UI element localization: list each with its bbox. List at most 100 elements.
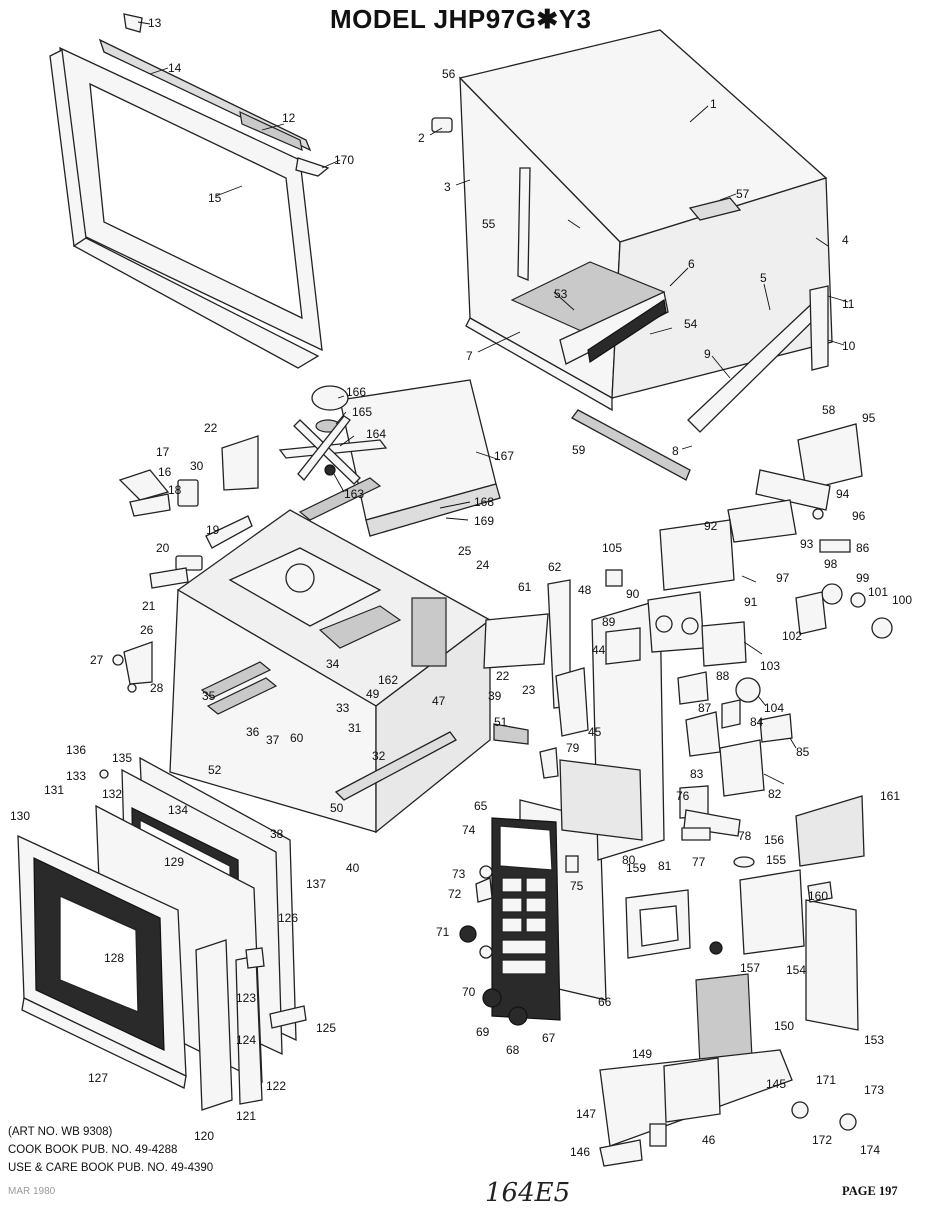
callout-155: 155 xyxy=(766,853,786,867)
callout-165: 165 xyxy=(352,405,372,419)
callout-71: 71 xyxy=(436,925,450,939)
callout-156: 156 xyxy=(764,833,784,847)
outer-cabinet-assembly xyxy=(431,29,833,481)
model-title: MODEL JHP97G✱Y3 xyxy=(330,4,592,34)
callout-160: 160 xyxy=(808,889,828,903)
callout-46: 46 xyxy=(702,1133,716,1147)
callout-53: 53 xyxy=(554,287,568,301)
callout-69: 69 xyxy=(476,1025,490,1039)
callout-100: 100 xyxy=(892,593,912,607)
callout-33: 33 xyxy=(336,701,350,715)
art-number: (ART NO. WB 9308) xyxy=(8,1126,113,1138)
callout-128: 128 xyxy=(104,951,124,965)
callout-129: 129 xyxy=(164,855,184,869)
callout-171: 171 xyxy=(816,1073,836,1087)
callout-4: 4 xyxy=(842,233,849,247)
callout-86: 86 xyxy=(856,541,870,555)
callout-132: 132 xyxy=(102,787,122,801)
callout-36: 36 xyxy=(246,725,260,739)
right-components xyxy=(605,423,893,868)
callout-103: 103 xyxy=(760,659,780,673)
callout-174: 174 xyxy=(860,1143,880,1157)
callout-126: 126 xyxy=(278,911,298,925)
callout-94: 94 xyxy=(836,487,850,501)
fan-assembly xyxy=(278,385,388,485)
callout-59: 59 xyxy=(572,443,586,457)
use-care-pub: USE & CARE BOOK PUB. NO. 49-4390 xyxy=(8,1162,214,1174)
callout-159: 159 xyxy=(626,861,646,875)
callout-20: 20 xyxy=(156,541,170,555)
callout-8: 8 xyxy=(672,444,679,458)
callout-134: 134 xyxy=(168,803,188,817)
callout-22b: 22 xyxy=(496,669,510,683)
callout-38: 38 xyxy=(270,827,284,841)
callout-72: 72 xyxy=(448,887,462,901)
callout-49: 49 xyxy=(366,687,380,701)
callout-21: 21 xyxy=(142,599,156,613)
callout-65: 65 xyxy=(474,799,488,813)
callout-172: 172 xyxy=(812,1133,832,1147)
callout-22a: 22 xyxy=(204,421,218,435)
callout-32: 32 xyxy=(372,749,386,763)
callout-84: 84 xyxy=(750,715,764,729)
callout-130: 130 xyxy=(10,809,30,823)
callout-101: 101 xyxy=(868,585,888,599)
callout-73: 73 xyxy=(452,867,466,881)
callout-170: 170 xyxy=(334,153,354,167)
callout-149: 149 xyxy=(632,1047,652,1061)
callout-137: 137 xyxy=(306,877,326,891)
callout-66: 66 xyxy=(598,995,612,1009)
callout-50: 50 xyxy=(330,801,344,815)
callout-28: 28 xyxy=(150,681,164,695)
callout-18: 18 xyxy=(168,483,182,497)
page-number: PAGE 197 xyxy=(842,1184,898,1198)
callout-57: 57 xyxy=(736,187,750,201)
callout-122: 122 xyxy=(266,1079,286,1093)
callout-34: 34 xyxy=(326,657,340,671)
callout-169: 169 xyxy=(474,514,494,528)
callout-90: 90 xyxy=(626,587,640,601)
callout-102: 102 xyxy=(782,629,802,643)
callout-15: 15 xyxy=(208,191,222,205)
callout-123: 123 xyxy=(236,991,256,1005)
callout-127: 127 xyxy=(88,1071,108,1085)
callout-54: 54 xyxy=(684,317,698,331)
callout-105: 105 xyxy=(602,541,622,555)
callout-1: 1 xyxy=(710,97,717,111)
callout-150: 150 xyxy=(774,1019,794,1033)
callout-45: 45 xyxy=(588,725,602,739)
callout-167: 167 xyxy=(494,449,514,463)
callout-79: 79 xyxy=(566,741,580,755)
callout-11: 11 xyxy=(842,297,855,311)
callout-91: 91 xyxy=(744,595,758,609)
callout-77: 77 xyxy=(692,855,706,869)
callout-145: 145 xyxy=(766,1077,786,1091)
callout-68: 68 xyxy=(506,1043,520,1057)
left-small-parts xyxy=(112,435,259,693)
callout-82: 82 xyxy=(768,787,782,801)
callout-173: 173 xyxy=(864,1083,884,1097)
callout-16: 16 xyxy=(158,465,172,479)
callout-6: 6 xyxy=(688,257,695,271)
callout-9: 9 xyxy=(704,347,711,361)
callout-14: 14 xyxy=(168,61,182,75)
callout-3: 3 xyxy=(444,180,451,194)
callout-81: 81 xyxy=(658,859,672,873)
callout-55: 55 xyxy=(482,217,496,231)
callout-89: 89 xyxy=(602,615,616,629)
control-panel-assembly xyxy=(491,579,665,1021)
callout-78: 78 xyxy=(738,829,752,843)
callout-44: 44 xyxy=(592,643,606,657)
callout-92: 92 xyxy=(704,519,718,533)
callout-24: 24 xyxy=(476,558,490,572)
callout-76: 76 xyxy=(676,789,690,803)
callout-35: 35 xyxy=(202,689,216,703)
callout-31: 31 xyxy=(348,721,362,735)
callout-13: 13 xyxy=(148,16,162,30)
callout-96: 96 xyxy=(852,509,866,523)
callout-87: 87 xyxy=(698,701,712,715)
callout-166: 166 xyxy=(346,385,366,399)
callout-47: 47 xyxy=(432,694,446,708)
callout-39: 39 xyxy=(488,689,502,703)
